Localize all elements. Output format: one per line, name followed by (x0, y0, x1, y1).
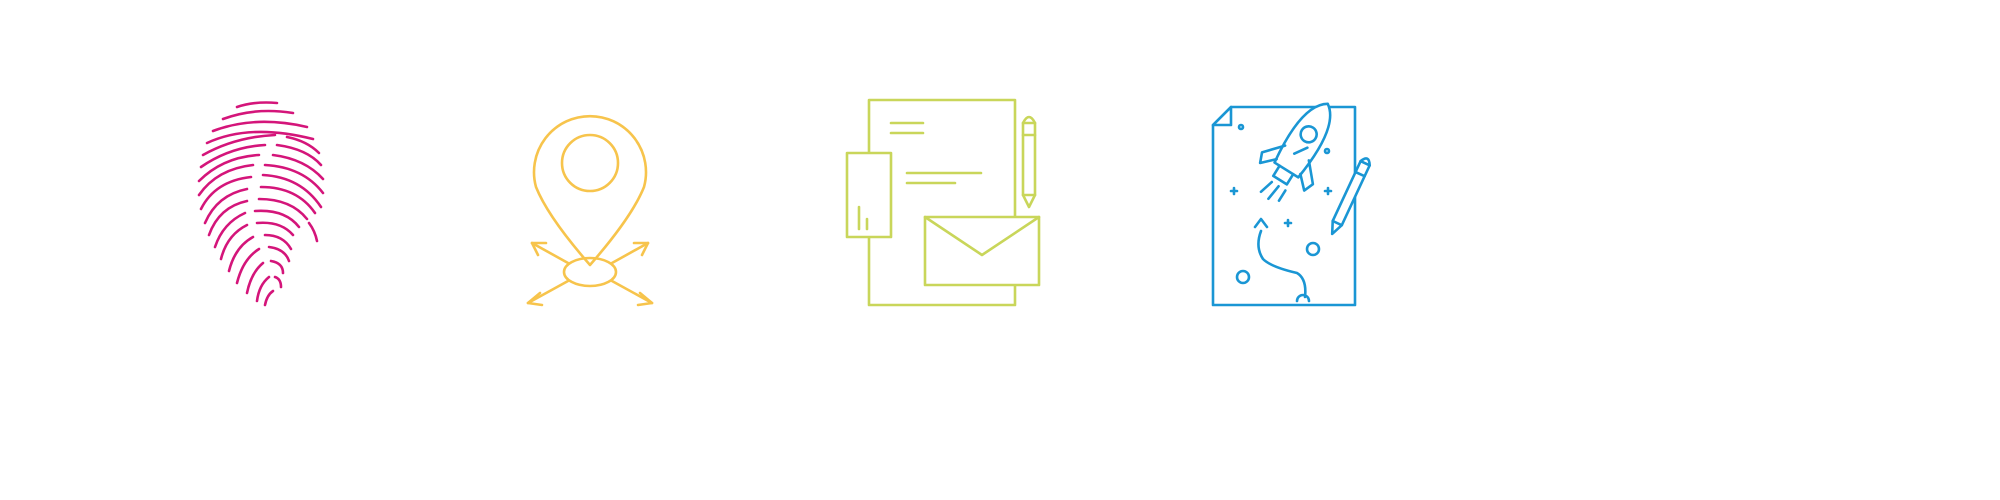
documents-mail-icon (845, 95, 1045, 310)
documents-mail-icon-graphic (845, 98, 1041, 307)
rocket-plan-icon-graphic (1211, 102, 1371, 307)
location-pin-share-icon (520, 95, 660, 310)
location-pin-share-icon-graphic (526, 114, 654, 307)
fingerprint-icon-graphic (197, 101, 325, 307)
fingerprint-icon (195, 95, 345, 310)
rocket-plan-icon (1205, 95, 1385, 310)
